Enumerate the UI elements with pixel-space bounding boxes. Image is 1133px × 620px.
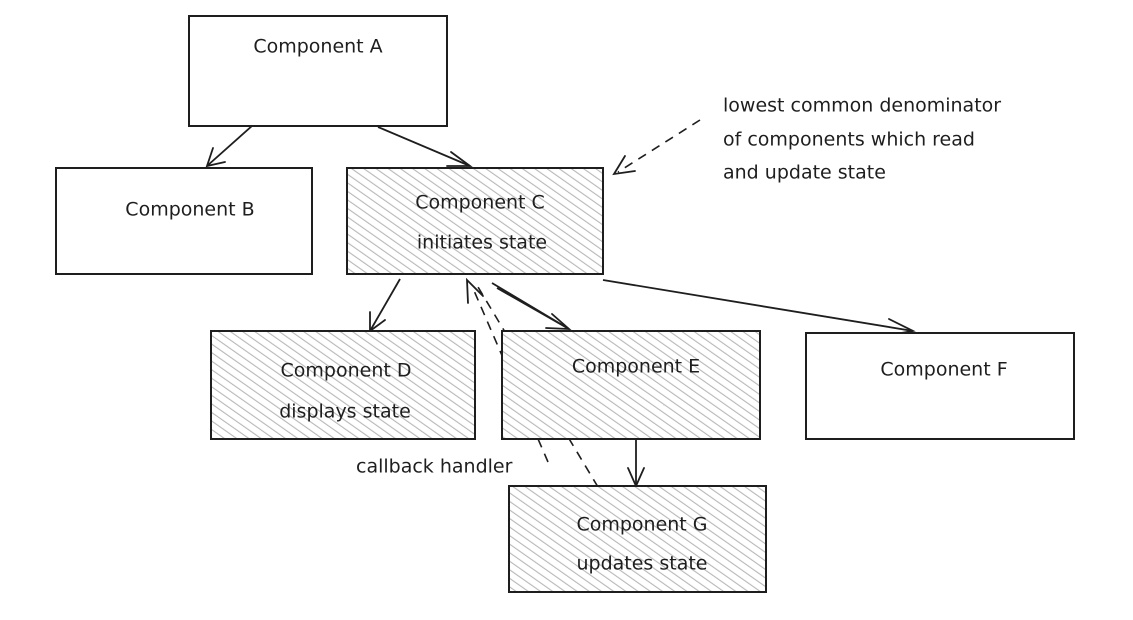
edge-c-to-e <box>491 282 572 331</box>
edge-e-to-g <box>627 439 645 489</box>
node-g-box <box>508 485 767 593</box>
edge-a-to-c <box>377 126 473 167</box>
node-component-e: Component E <box>501 330 761 440</box>
node-component-b: Component B <box>55 167 313 275</box>
node-e-box <box>501 330 761 440</box>
note-line-2: of components which read <box>723 129 975 151</box>
node-a-line-1: Component A <box>253 36 382 58</box>
node-c-box <box>346 167 604 275</box>
callback-handler-label: callback handler <box>356 456 513 478</box>
node-c-line-2: initiates state <box>417 232 547 254</box>
node-e-line-1: Component E <box>572 356 700 378</box>
node-component-d: Component D displays state <box>210 330 476 440</box>
node-component-a: Component A <box>188 15 448 127</box>
note-line-1: lowest common denominator <box>723 95 1001 117</box>
node-d-box <box>210 330 476 440</box>
node-a-box <box>188 15 448 127</box>
node-component-c: Component C initiates state <box>346 167 604 275</box>
node-d-line-2: displays state <box>279 401 411 423</box>
node-b-box <box>55 167 313 275</box>
node-component-f: Component F <box>805 332 1075 440</box>
node-g-line-2: updates state <box>576 553 707 575</box>
edge-note-to-c <box>612 119 701 176</box>
note-annotation: lowest common denominator of components … <box>723 95 1001 184</box>
note-line-3: and update state <box>723 162 886 184</box>
node-d-line-1: Component D <box>281 360 412 382</box>
node-c-line-1: Component C <box>415 192 545 214</box>
node-component-g: Component G updates state <box>508 485 767 593</box>
node-f-line-1: Component F <box>880 359 1007 381</box>
edge-c-to-f <box>602 279 916 336</box>
edge-c-to-d <box>369 278 401 333</box>
node-b-line-1: Component B <box>125 199 254 221</box>
node-f-box <box>805 332 1075 440</box>
node-g-line-1: Component G <box>576 514 707 536</box>
